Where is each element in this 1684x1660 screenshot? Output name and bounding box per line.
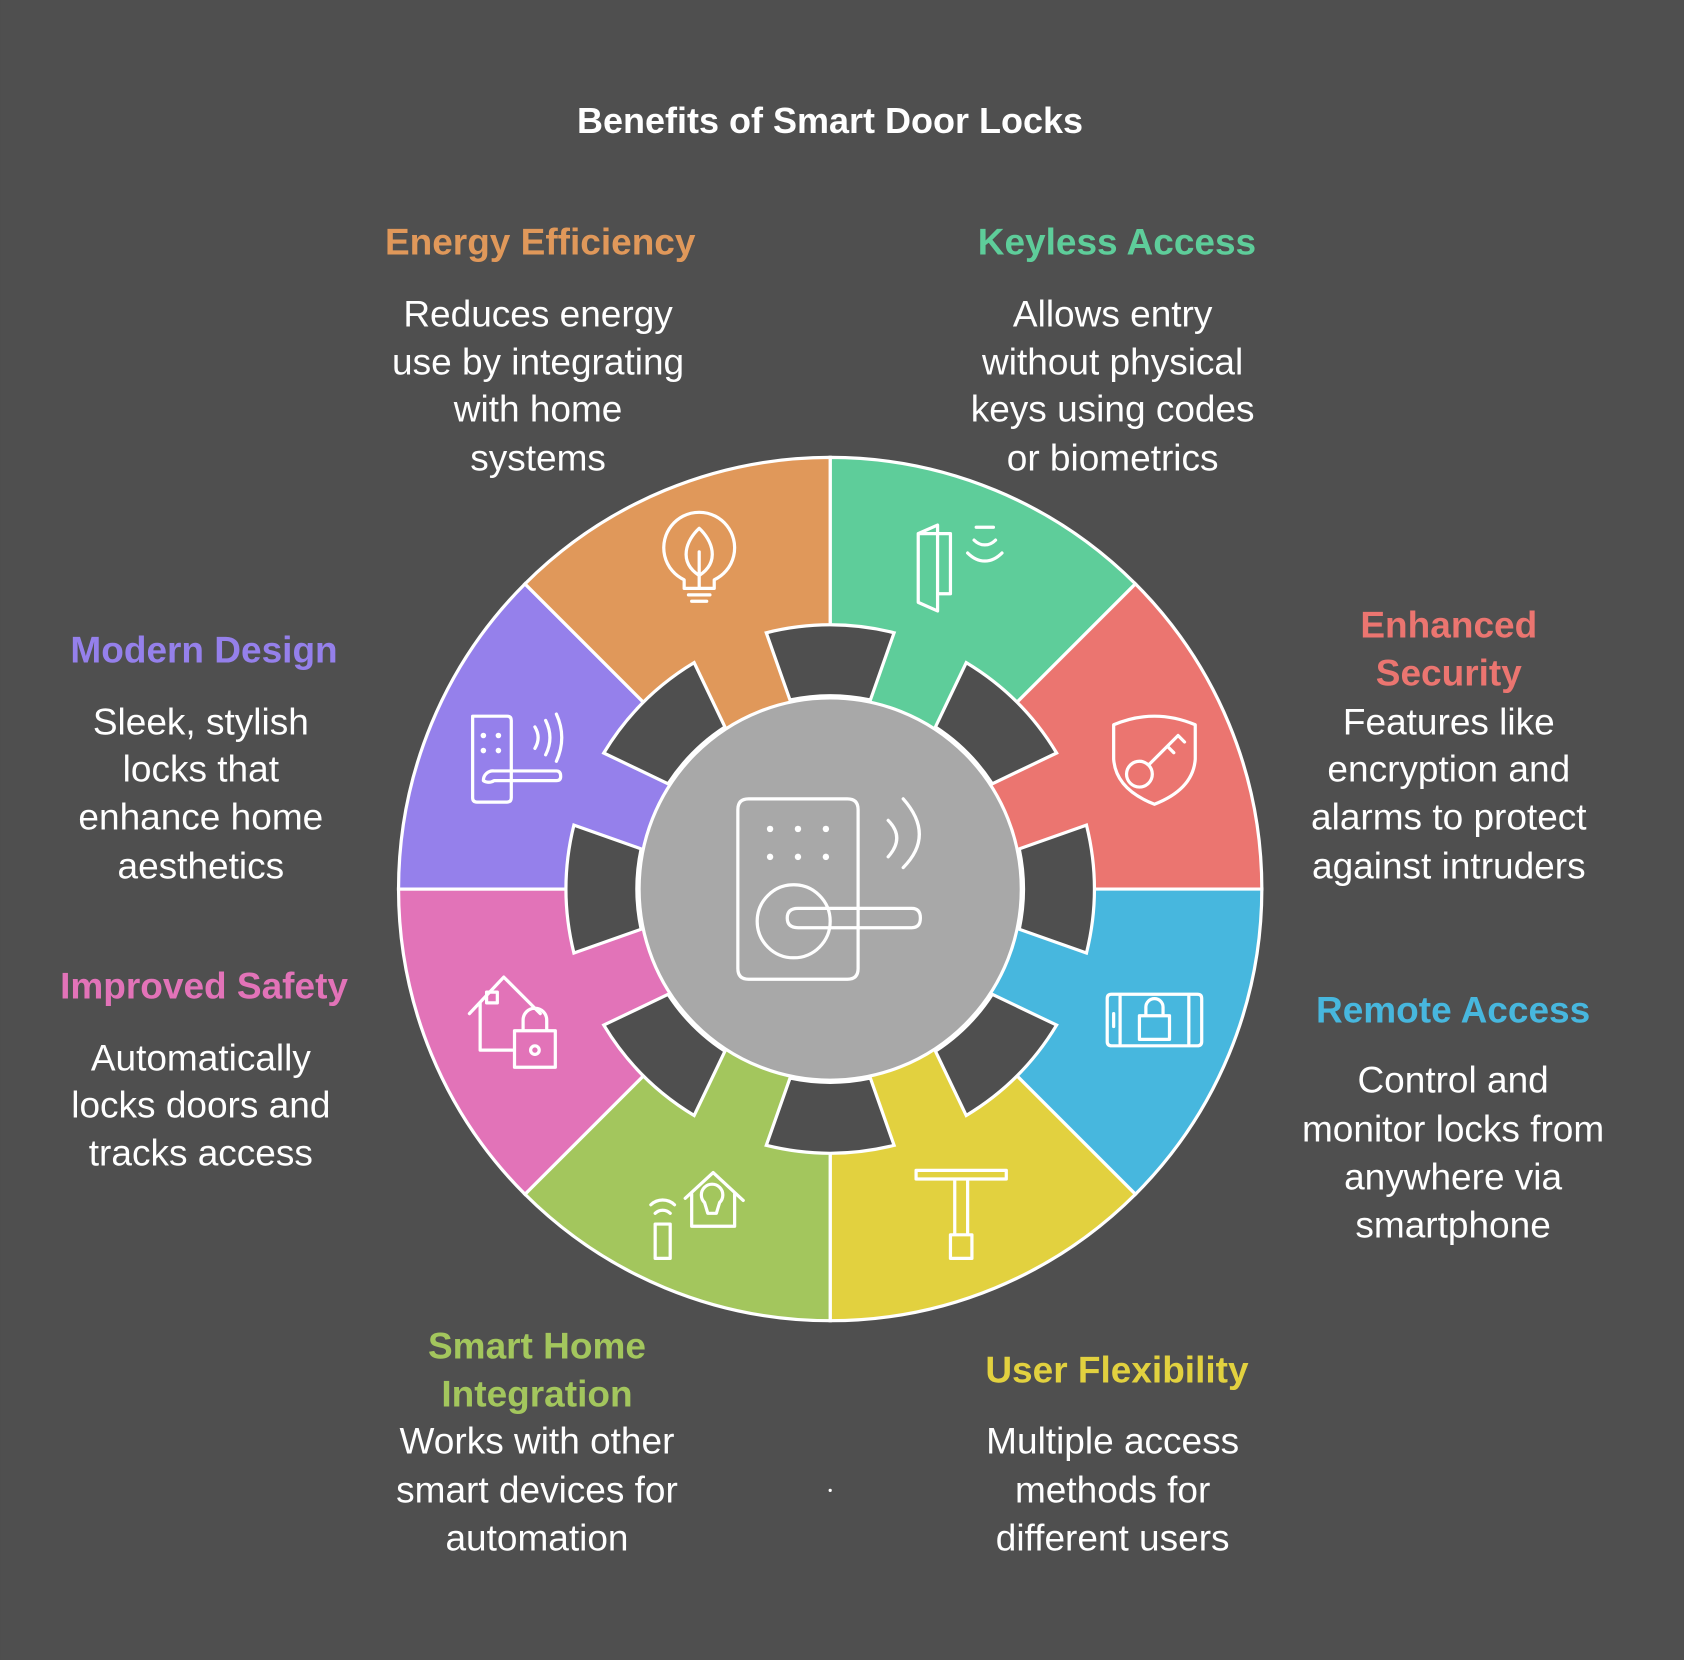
- benefit-title: Smart Home: [428, 1325, 646, 1367]
- benefit-description: anywhere via: [1344, 1156, 1563, 1198]
- benefit-description: with home: [453, 388, 623, 430]
- benefit-description: aesthetics: [117, 845, 285, 887]
- ring-gap: [764, 623, 897, 702]
- house-lock-icon: [467, 975, 557, 1069]
- benefit-description: automation: [445, 1517, 629, 1559]
- keypad-dot: [766, 825, 774, 833]
- benefit-description: locks doors and: [71, 1084, 331, 1126]
- benefit-description: or biometrics: [1006, 437, 1219, 478]
- benefit-title: Enhanced: [1360, 604, 1538, 646]
- benefit-title: User Flexibility: [985, 1349, 1249, 1391]
- benefit-description: Automatically: [90, 1037, 311, 1079]
- benefit-description: Allows entry: [1012, 293, 1213, 335]
- benefit-description: encryption and: [1327, 748, 1571, 790]
- keypad-dot: [822, 825, 830, 833]
- smart-lock-icon: [736, 797, 922, 981]
- keypad-dot: [480, 747, 487, 754]
- benefit-description: Reduces energy: [403, 293, 673, 335]
- door-sensor-icon: [916, 523, 1004, 613]
- keypad-dot: [794, 825, 802, 833]
- benefit-description: against intruders: [1312, 845, 1586, 887]
- benefit-title: Energy Efficiency: [384, 221, 696, 263]
- diagram-title: Benefits of Smart Door Locks: [576, 100, 1084, 141]
- dot-mark: [828, 1488, 832, 1492]
- benefit-title: Remote Access: [1315, 989, 1591, 1031]
- keypad-lock-icon: [471, 712, 564, 804]
- key-icon: [914, 1168, 1008, 1261]
- benefit-title: Security: [1375, 652, 1522, 694]
- keypad-dot: [822, 853, 830, 861]
- smart-home-icon: [649, 1170, 745, 1261]
- ring-gap: [601, 660, 727, 786]
- benefit-description: alarms to protect: [1311, 796, 1587, 838]
- benefits-wheel: [396, 455, 1264, 1323]
- benefit-title: Modern Design: [70, 629, 338, 671]
- benefit-description: smart devices for: [396, 1469, 678, 1511]
- keypad-dot: [794, 853, 802, 861]
- benefit-description: locks that: [122, 748, 279, 790]
- keypad-dot: [495, 732, 502, 739]
- benefit-description: Control and: [1357, 1059, 1549, 1101]
- benefit-description: Features like: [1342, 701, 1555, 743]
- center-hub: [637, 696, 1023, 1082]
- benefit-description: Sleek, stylish: [92, 701, 309, 743]
- benefit-description: without physical: [982, 341, 1244, 383]
- benefit-description: keys using codes: [970, 388, 1255, 430]
- ring-gap: [933, 660, 1059, 786]
- phone-lock-icon: [1105, 992, 1204, 1048]
- benefit-description: use by integrating: [392, 341, 685, 383]
- ring-gap: [601, 992, 727, 1118]
- benefit-description: different users: [995, 1517, 1230, 1559]
- benefit-title: Improved Safety: [60, 965, 348, 1007]
- benefit-description: Works with other: [399, 1420, 675, 1462]
- benefit-description: enhance home: [78, 796, 324, 838]
- ring-gap: [564, 823, 644, 956]
- benefit-description: Multiple access: [986, 1420, 1240, 1462]
- benefit-description: monitor locks from: [1301, 1108, 1605, 1150]
- ring-gap: [933, 992, 1059, 1118]
- keypad-dot: [766, 853, 774, 861]
- benefit-title: Integration: [441, 1373, 633, 1415]
- benefit-description: tracks access: [88, 1132, 313, 1174]
- benefit-description: systems: [470, 437, 606, 478]
- benefit-title: Keyless Access: [977, 221, 1257, 263]
- benefit-description: methods for: [1014, 1469, 1211, 1511]
- benefit-description: smartphone: [1355, 1204, 1551, 1246]
- shield-key-icon: [1112, 714, 1197, 806]
- keypad-dot: [495, 747, 502, 754]
- eco-bulb-icon: [662, 510, 737, 603]
- ring-gap: [764, 1076, 897, 1155]
- ring-gap: [1017, 823, 1096, 956]
- keypad-dot: [480, 732, 487, 739]
